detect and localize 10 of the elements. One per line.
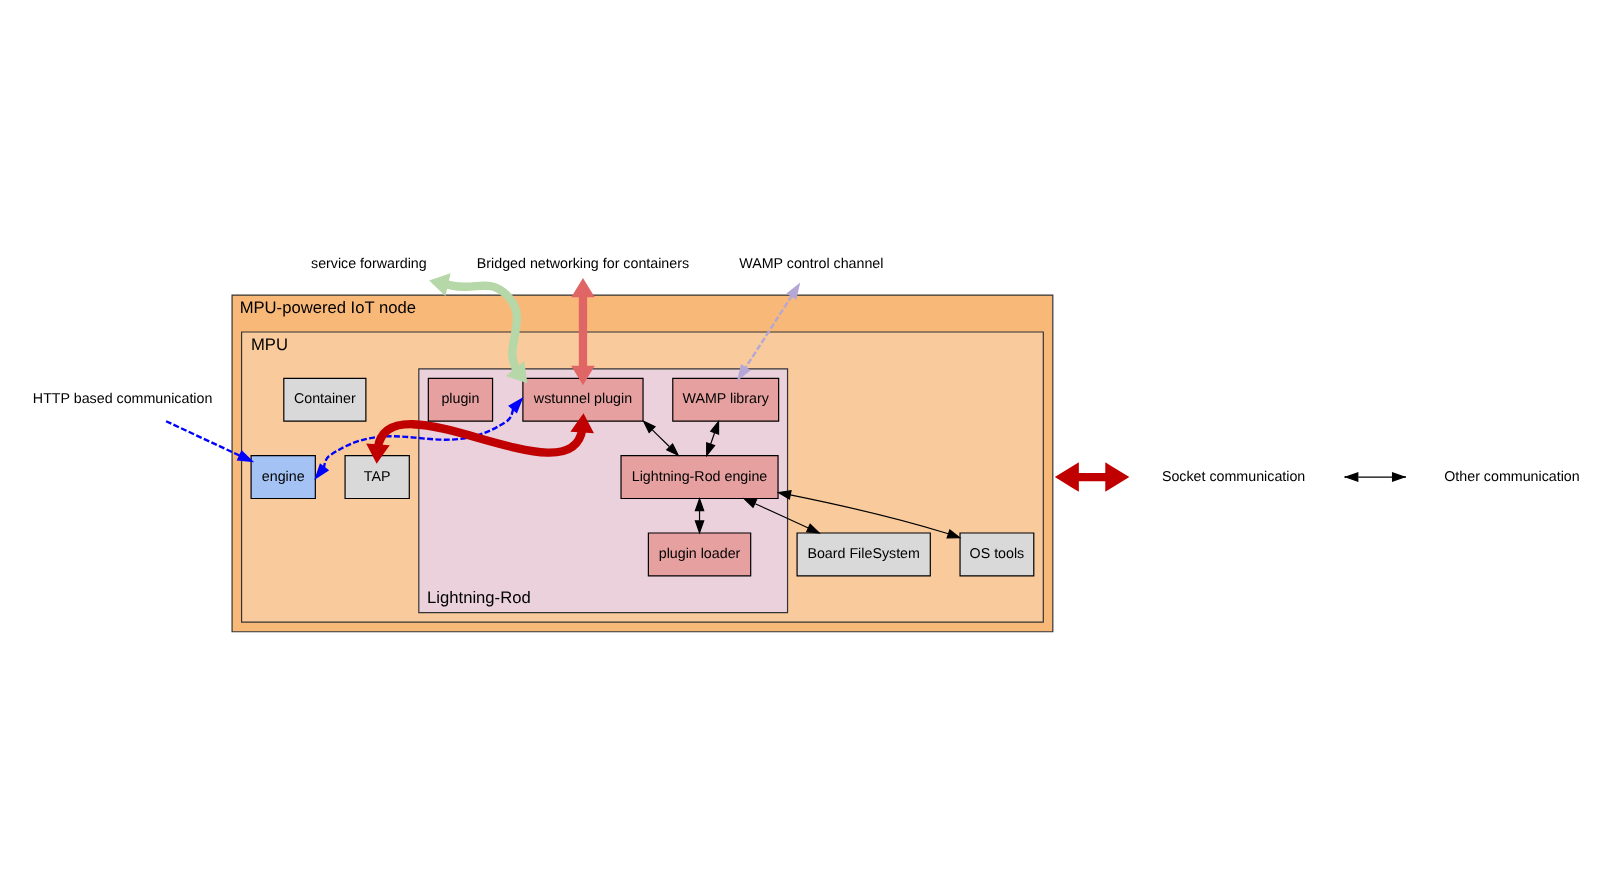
arrow (314, 396, 524, 479)
arrow (366, 412, 594, 463)
arrow (642, 418, 680, 456)
arrow (571, 277, 595, 385)
arrow (165, 419, 255, 462)
arrow (706, 418, 720, 457)
arrow (736, 281, 801, 381)
arrow (776, 489, 962, 538)
arrow (429, 272, 528, 383)
arrow (742, 496, 821, 533)
